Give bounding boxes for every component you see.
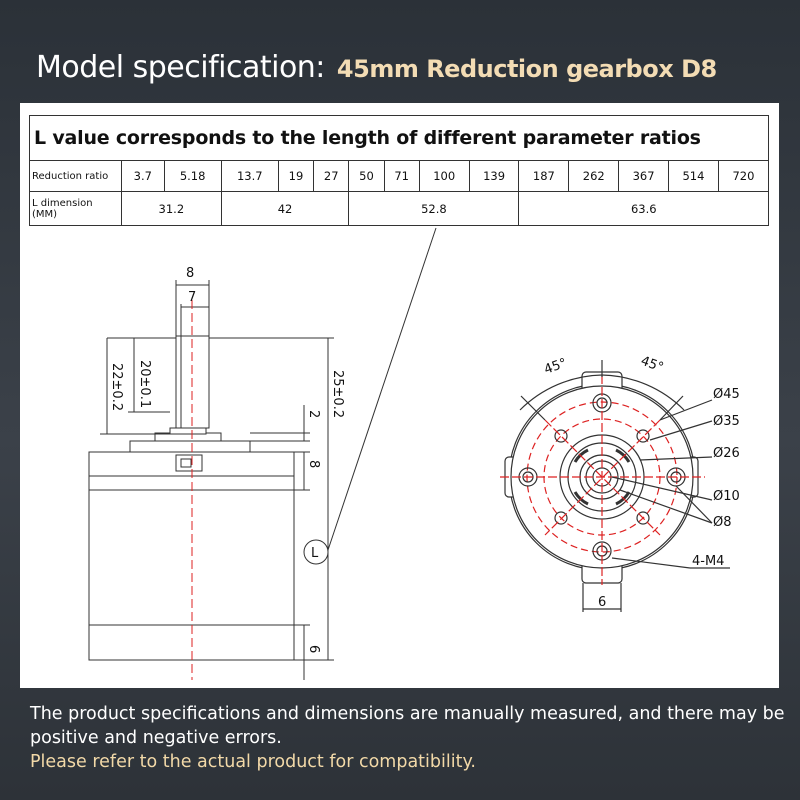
dim-22-label: 22±0.2: [109, 363, 124, 411]
ratio-cell: 187: [518, 160, 570, 192]
dim-7-label: 7: [188, 290, 196, 305]
table-row-ratios: Reduction ratio 3.7 5.18 13.7 19 27 50 7…: [29, 160, 770, 192]
dim-2-label: 2: [306, 410, 321, 418]
side-view: [88, 227, 437, 680]
dim-8-label: 8: [186, 266, 194, 281]
dia45-label: Ø45: [713, 387, 740, 402]
dim-L-label: L: [311, 546, 319, 561]
dim-25-label: 25±0.2: [330, 370, 345, 418]
footer-disclaimer: The product specifications and dimension…: [30, 704, 785, 748]
angle-right-label: 45°: [639, 354, 666, 376]
title-model: 45mm Reduction gearbox D8: [336, 55, 717, 83]
spec-table: L value corresponds to the length of dif…: [29, 115, 770, 226]
dimension-cell: 42: [220, 191, 350, 226]
ratio-cell: 3.7: [121, 160, 165, 192]
title-prefix: Model specification:: [36, 50, 325, 85]
dimension-cell: 63.6: [518, 191, 769, 226]
ratio-cell: 720: [717, 160, 770, 192]
table-row-dimensions: L dimension (MM) 31.2 42 52.8 63.6: [29, 191, 769, 226]
angle-left-label: 45°: [542, 356, 569, 378]
footer-compatibility: Please refer to the actual product for c…: [30, 752, 476, 772]
dim-20-label: 20±0.1: [137, 360, 152, 408]
front-view: [500, 360, 730, 612]
dia10-label: Ø10: [713, 489, 740, 504]
dimension-cell: 52.8: [348, 191, 520, 226]
m4-label: 4-M4: [692, 554, 724, 569]
dia35-label: Ø35: [713, 414, 740, 429]
dim-8b-label: 8: [306, 460, 321, 468]
ratio-cell: 50: [348, 160, 385, 192]
dim-6-label: 6: [598, 595, 606, 610]
dimension-label: L dimension (MM): [29, 191, 122, 226]
dia8-label: Ø8: [713, 515, 732, 530]
ratio-cell: 5.18: [163, 160, 222, 192]
page-header: Model specification: 45mm Reduction gear…: [36, 50, 717, 100]
footer-note: The product specifications and dimension…: [30, 702, 790, 774]
ratio-label: Reduction ratio: [29, 160, 122, 192]
front-view-labels: 45° 45° Ø45 Ø35 Ø26 Ø10 Ø8 4-M4 6: [542, 354, 740, 610]
side-view-labels: 8 7 22±0.2 20±0.1 25±0.2 2 8 L 6: [109, 266, 345, 653]
ratio-cell: 13.7: [220, 160, 279, 192]
dim-6b-label: 6: [306, 645, 321, 653]
dia26-label: Ø26: [713, 446, 740, 461]
ratio-cell: 367: [618, 160, 670, 192]
dimension-cell: 31.2: [121, 191, 222, 226]
